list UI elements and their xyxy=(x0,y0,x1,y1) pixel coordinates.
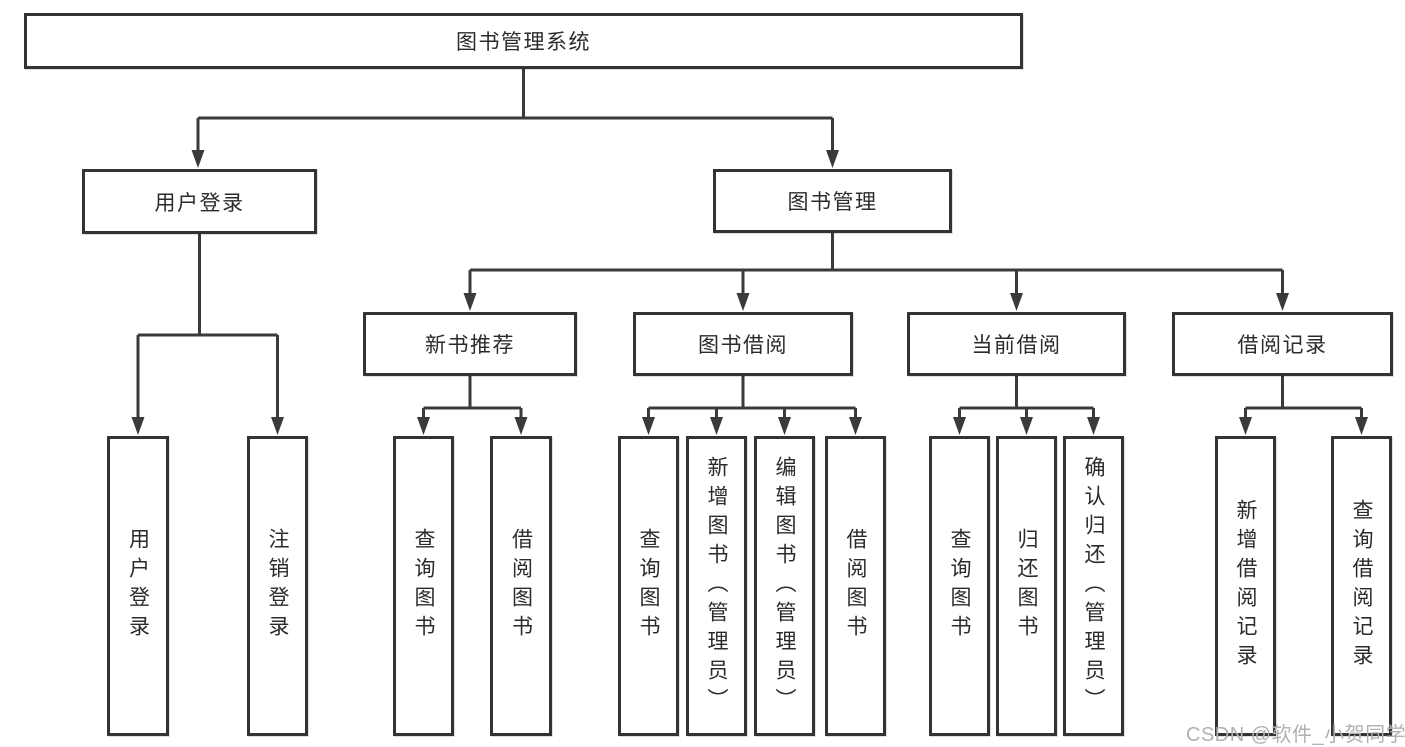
node-root-system: 图书管理系统 xyxy=(24,13,1023,69)
node-book-management-label: 图书管理 xyxy=(787,191,878,214)
leaf-query-borrow-record: 查询借阅记录 xyxy=(1331,436,1392,736)
leaf-edit-book-admin: 编辑图书（管理员） xyxy=(754,436,815,736)
csdn-watermark: CSDN @软件_小贺同学 xyxy=(1186,724,1405,746)
leaf-logout: 注销登录 xyxy=(247,436,308,736)
leaf-query-book-1: 查询图书 xyxy=(393,436,454,736)
node-user-login: 用户登录 xyxy=(82,169,317,234)
node-root-label: 图书管理系统 xyxy=(456,31,591,54)
leaf-borrow-book-2: 借阅图书 xyxy=(825,436,886,736)
leaf-add-borrow-record: 新增借阅记录 xyxy=(1215,436,1276,736)
node-borrow-records-label: 借阅记录 xyxy=(1237,334,1328,357)
node-current-borrow: 当前借阅 xyxy=(907,312,1126,376)
leaf-return-book: 归还图书 xyxy=(996,436,1057,736)
leaf-user-login: 用户登录 xyxy=(107,436,169,736)
node-new-book-recommend-label: 新书推荐 xyxy=(425,334,515,357)
leaf-borrow-book-1: 借阅图书 xyxy=(490,436,552,736)
node-new-book-recommend: 新书推荐 xyxy=(363,312,577,376)
node-user-login-label: 用户登录 xyxy=(154,191,245,215)
leaf-query-book-2: 查询图书 xyxy=(618,436,679,736)
node-book-borrow-label: 图书借阅 xyxy=(698,334,788,357)
node-current-borrow-label: 当前借阅 xyxy=(971,334,1062,357)
node-book-management: 图书管理 xyxy=(713,169,952,233)
leaf-confirm-return-admin: 确认归还（管理员） xyxy=(1063,436,1124,736)
leaf-query-book-3: 查询图书 xyxy=(929,436,990,736)
leaf-add-book-admin: 新增图书（管理员） xyxy=(686,436,747,736)
node-borrow-records: 借阅记录 xyxy=(1172,312,1393,376)
node-book-borrow: 图书借阅 xyxy=(633,312,853,376)
